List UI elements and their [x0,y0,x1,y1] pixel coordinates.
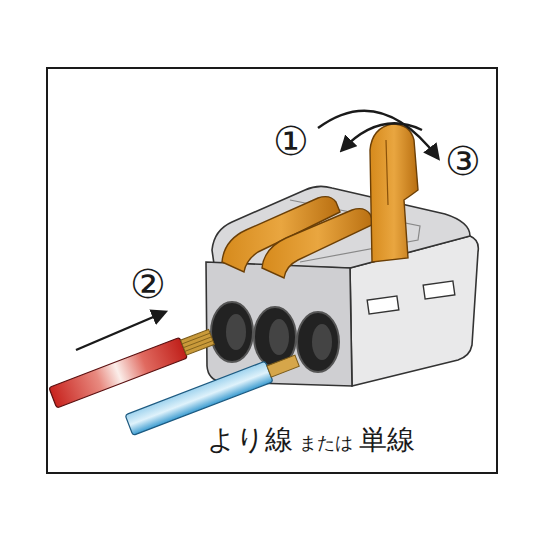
test-slot [367,296,399,314]
open-arrow [342,123,422,150]
wire-type: より線 [207,426,293,454]
wire-type: 単線 [359,426,415,454]
callout-number: ② [130,264,166,304]
callout-number: ③ [445,141,481,181]
housing-front [206,262,352,386]
frame [47,68,497,473]
callout-number: ① [273,121,309,161]
solid-wire [125,350,301,435]
lever-closed [262,209,374,278]
conjunction: または [299,434,353,452]
insert-arrow [76,312,165,350]
test-slot [423,281,455,299]
lever-open [370,124,418,262]
close-arrow [318,111,438,158]
